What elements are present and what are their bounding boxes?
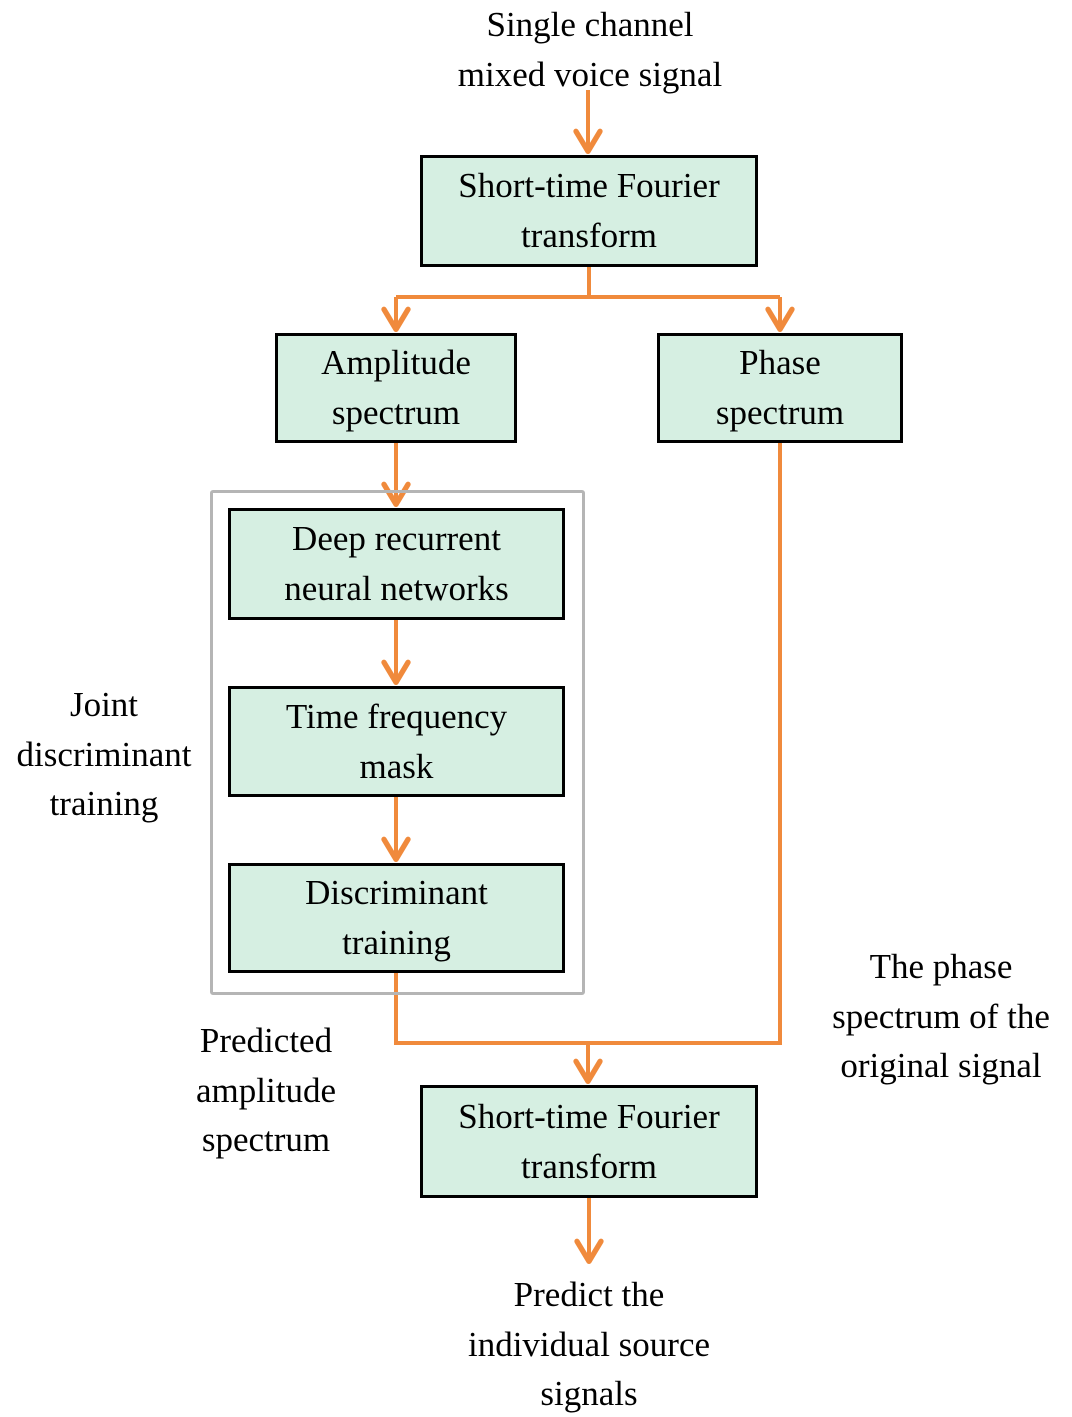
time-frequency-mask-node: Time frequency mask xyxy=(228,686,565,797)
deep-recurrent-networks-node: Deep recurrent neural networks xyxy=(228,508,565,620)
stft1-node: Short-time Fourier transform xyxy=(420,155,758,267)
joint-training-label: Joint discriminant training xyxy=(16,685,192,824)
predicted-amplitude-label: Predicted amplitude spectrum xyxy=(196,1021,336,1160)
line-phase-to-merge xyxy=(588,443,782,1045)
amplitude-spectrum-node: Amplitude spectrum xyxy=(275,333,517,443)
phase-spectrum-node: Phase spectrum xyxy=(657,333,903,443)
output-signal-label: Predict the individual source signals xyxy=(467,1275,711,1414)
input-signal-label: Single channel mixed voice signal xyxy=(457,5,723,94)
discriminant-training-node: Discriminant training xyxy=(228,863,565,973)
stft2-node: Short-time Fourier transform xyxy=(420,1085,758,1198)
phase-note-label: The phase spectrum of the original signa… xyxy=(832,947,1050,1086)
